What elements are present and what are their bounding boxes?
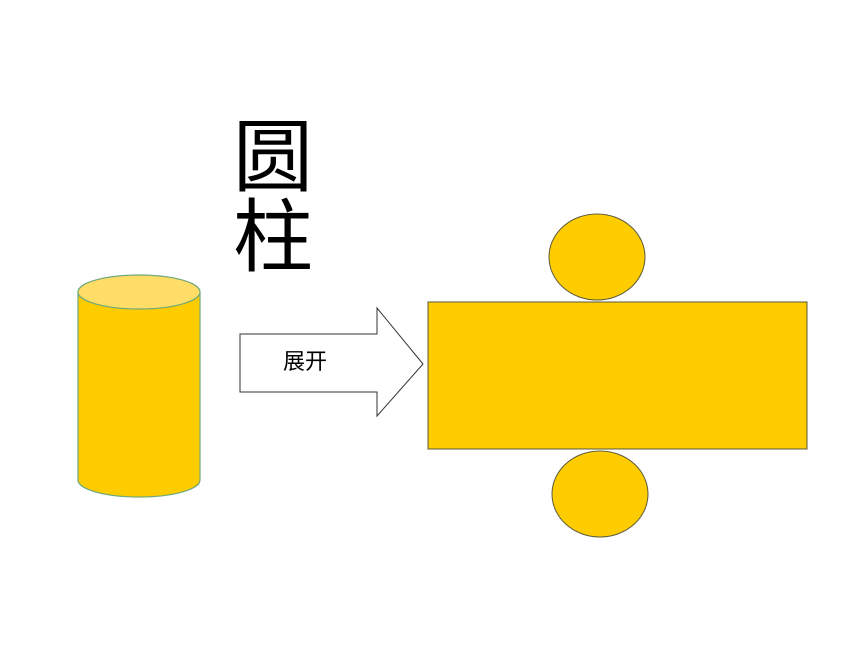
net-bottom-circle xyxy=(551,450,649,538)
cylinder-net xyxy=(427,213,808,538)
arrow-label: 展开 xyxy=(282,350,327,375)
net-top-circle xyxy=(548,213,646,301)
title-char-zhu: 柱 xyxy=(233,191,313,284)
unfold-arrow xyxy=(239,306,424,418)
title-char-yuan: 圆 xyxy=(233,111,313,204)
cylinder-body xyxy=(77,291,201,498)
net-lateral-rectangle xyxy=(427,301,808,450)
cylinder-shape xyxy=(77,274,201,498)
cylinder-top-face xyxy=(77,274,201,310)
